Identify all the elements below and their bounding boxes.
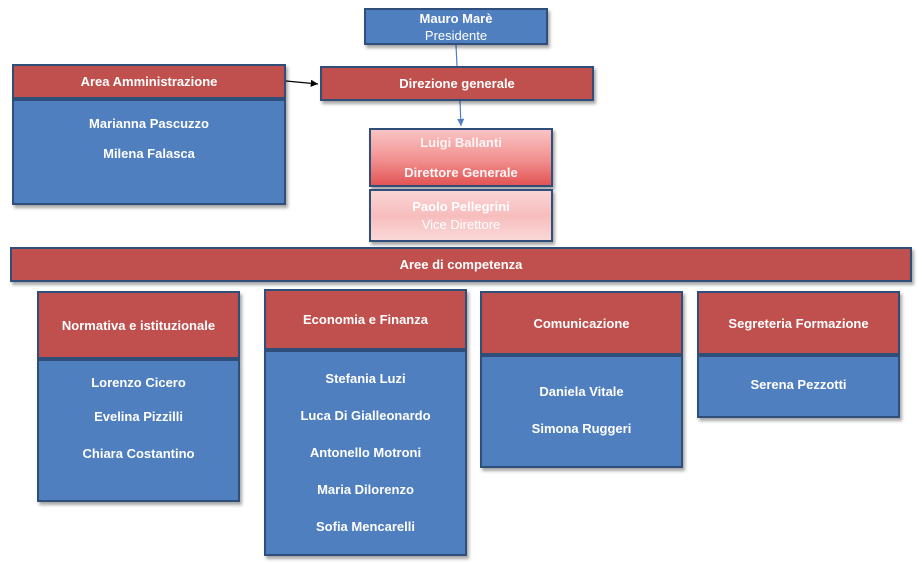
department-title: Comunicazione xyxy=(533,315,630,331)
member-name: Marianna Pascuzzo xyxy=(89,116,209,131)
member-name: Stefania Luzi xyxy=(325,371,406,386)
vice-direttore-box: Paolo Pellegrini Vice Direttore xyxy=(369,189,553,242)
connector-president-direzione xyxy=(455,44,458,67)
connector-amministrazione-direzione xyxy=(285,79,319,87)
department-economia-members: Stefania Luzi Luca Di Gialleonardo Anton… xyxy=(264,350,467,556)
president-role: Presidente xyxy=(424,27,488,43)
member-name: Serena Pezzotti xyxy=(750,377,847,392)
member-name: Evelina Pizzilli xyxy=(94,409,183,424)
member-name: Milena Falasca xyxy=(103,146,195,161)
department-title: Normativa e istituzionale xyxy=(61,317,216,333)
direttore-role: Direttore Generale xyxy=(404,164,518,180)
department-segreteria-header: Segreteria Formazione xyxy=(697,291,900,355)
member-name: Sofia Mencarelli xyxy=(316,519,415,534)
member-name: Chiara Costantino xyxy=(82,446,195,461)
department-economia-header: Economia e Finanza xyxy=(264,289,467,350)
department-normativa-header: Normativa e istituzionale xyxy=(37,291,240,359)
member-name: Maria Dilorenzo xyxy=(317,482,414,497)
aree-di-competenza-bar: Aree di competenza xyxy=(10,247,912,282)
department-title: Economia e Finanza xyxy=(303,312,428,327)
department-segreteria-members: Serena Pezzotti xyxy=(697,355,900,418)
member-name: Antonello Motroni xyxy=(309,445,422,460)
department-normativa-members: Lorenzo Cicero Evelina Pizzilli Chiara C… xyxy=(37,359,240,502)
vice-name: Paolo Pellegrini xyxy=(412,198,510,214)
president-box: Mauro Marè Presidente xyxy=(364,8,548,45)
vice-role: Vice Direttore xyxy=(421,216,501,232)
area-amministrazione-members: Marianna Pascuzzo Milena Falasca xyxy=(12,99,286,205)
connector-direzione-direttore xyxy=(457,100,465,127)
member-name: Luca Di Gialleonardo xyxy=(300,408,431,423)
aree-di-competenza-label: Aree di competenza xyxy=(399,257,523,272)
area-amministrazione-header: Area Amministrazione xyxy=(12,64,286,99)
department-comunicazione-header: Comunicazione xyxy=(480,291,683,355)
department-title: Segreteria Formazione xyxy=(728,315,869,331)
member-name: Simona Ruggeri xyxy=(531,421,632,436)
direzione-generale-box: Direzione generale xyxy=(320,66,594,101)
member-name: Daniela Vitale xyxy=(539,384,624,399)
department-comunicazione-members: Daniela Vitale Simona Ruggeri xyxy=(480,355,683,468)
direttore-generale-box: Luigi Ballanti Direttore Generale xyxy=(369,128,553,187)
area-amministrazione-title: Area Amministrazione xyxy=(80,74,218,89)
direttore-name: Luigi Ballanti xyxy=(420,134,502,150)
president-name: Mauro Marè xyxy=(419,10,493,26)
direzione-generale-label: Direzione generale xyxy=(399,76,515,91)
member-name: Lorenzo Cicero xyxy=(91,375,186,390)
